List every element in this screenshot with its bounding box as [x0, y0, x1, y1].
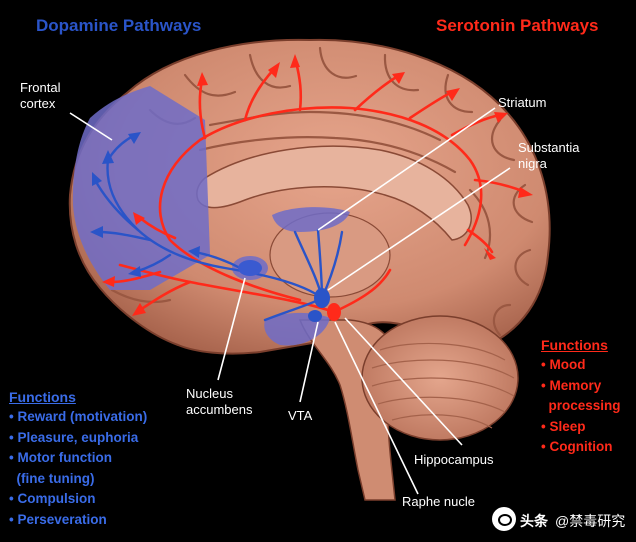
dopamine-functions-title: Functions	[9, 389, 76, 405]
corpus-callosum	[196, 145, 472, 241]
list-item: • Pleasure, euphoria	[9, 429, 139, 445]
serotonin-functions: Functions • Mood • Memory processing • S…	[541, 336, 621, 458]
list-item: • Motor function	[9, 450, 112, 465]
label-raphe-nucleus: Raphe nucle	[402, 494, 475, 509]
label-pointers	[69, 107, 511, 495]
serotonin-pathways-title: Serotonin Pathways	[436, 16, 599, 35]
list-item: • Memory	[541, 377, 602, 393]
dopamine-functions-list: • Reward (motivation) • Pleasure, euphor…	[9, 407, 147, 530]
list-item: • Perseveration	[9, 511, 107, 527]
raphe-nucleus	[327, 303, 341, 321]
serotonin-functions-title: Functions	[541, 337, 608, 353]
serotonin-arrowheads	[102, 54, 533, 316]
dopamine-pathways-title: Dopamine Pathways	[36, 16, 202, 35]
list-item: processing	[541, 398, 621, 413]
list-item: (fine tuning)	[9, 470, 95, 486]
watermark-brand: 头条	[520, 513, 548, 529]
toutiao-logo-icon	[492, 507, 516, 531]
cerebellum-folds	[371, 342, 515, 429]
serotonin-functions-list: • Mood • Memory processing • Sleep • Cog…	[541, 355, 621, 458]
label-nucleus-accumbens: Nucleus accumbens	[186, 386, 253, 417]
vta-nucleus	[308, 310, 322, 322]
dopamine-arrowheads	[90, 132, 200, 277]
substantia-nigra-nucleus	[314, 288, 330, 308]
nucleus-accumbens-region	[238, 260, 262, 276]
list-item: • Compulsion	[9, 491, 96, 506]
label-striatum: Striatum	[498, 95, 547, 110]
list-item: • Reward (motivation)	[9, 409, 148, 424]
label-substantia-nigra: Substantia nigra	[518, 140, 580, 171]
list-item: • Sleep	[541, 418, 586, 434]
label-hippocampus: Hippocampus	[414, 452, 494, 467]
list-item: • Mood	[541, 357, 586, 372]
list-item: • Cognition	[541, 439, 613, 454]
label-frontal-cortex: Frontal cortex	[20, 80, 61, 111]
label-vta: VTA	[288, 408, 313, 423]
watermark: 头条 @禁毒研究	[492, 502, 636, 536]
watermark-handle: @禁毒研究	[555, 513, 626, 529]
dopamine-functions: Functions • Reward (motivation) • Pleasu…	[9, 388, 147, 530]
